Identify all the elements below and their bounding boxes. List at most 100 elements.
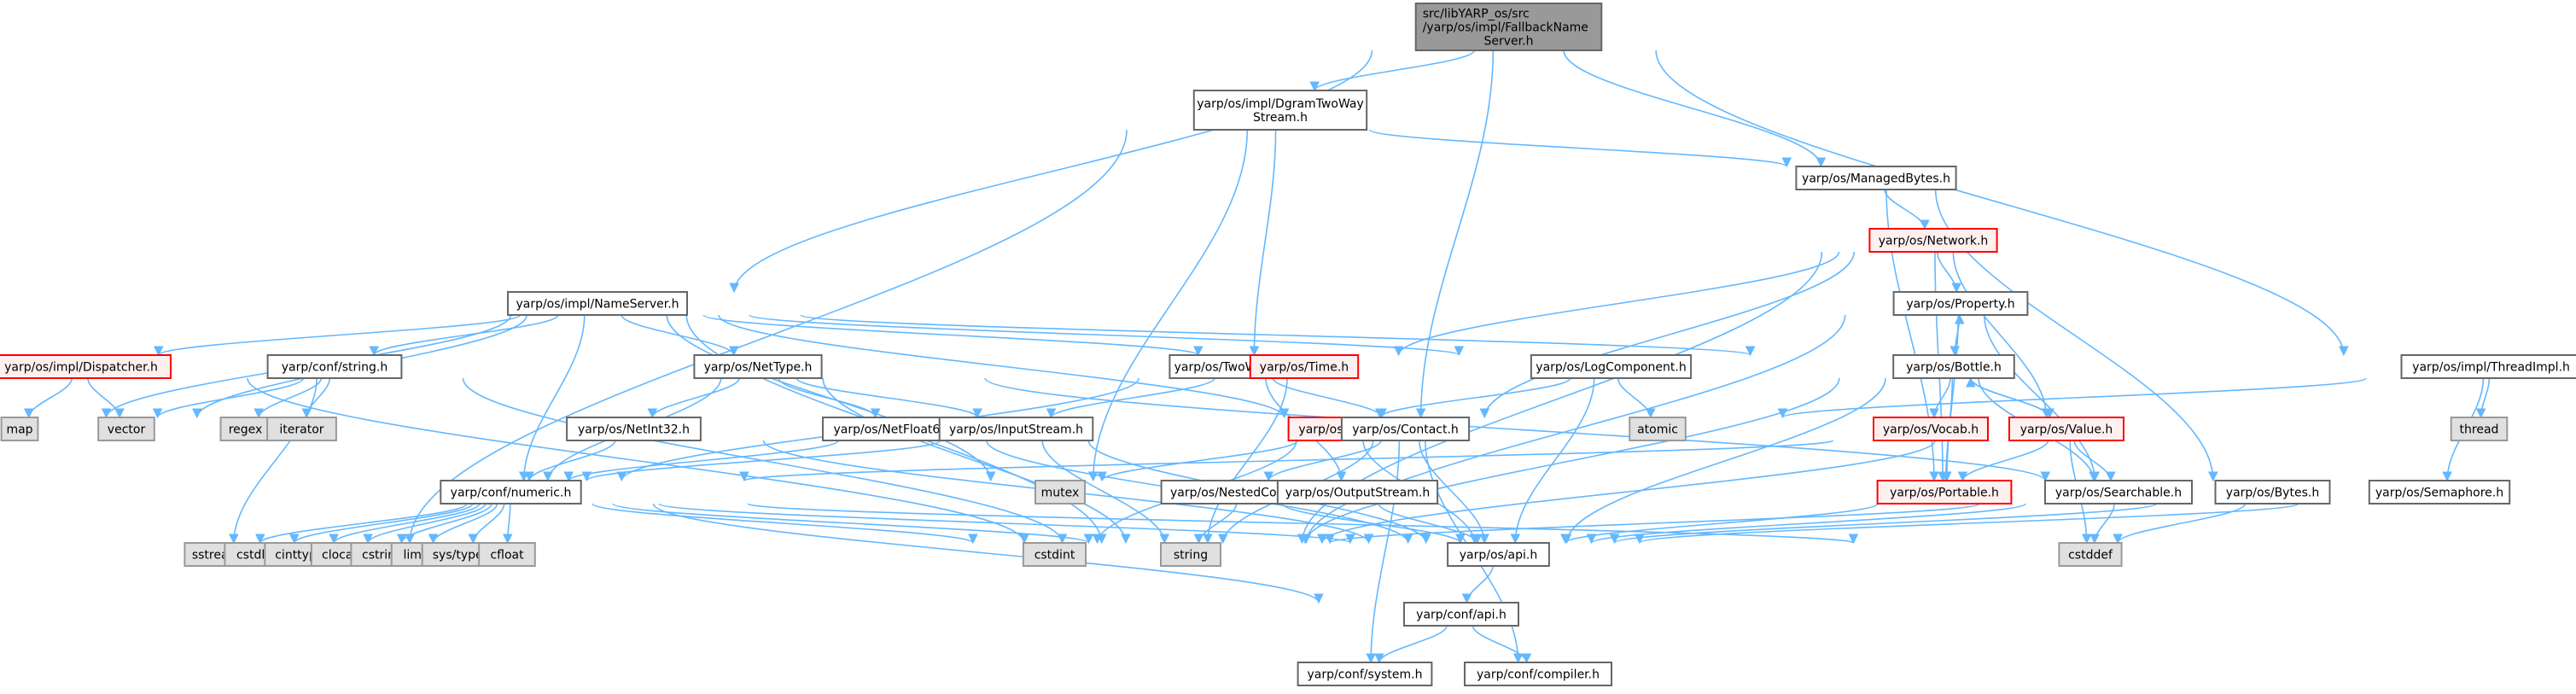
- node-cfloat: cfloat: [478, 542, 536, 567]
- node-label-thread: thread: [2460, 423, 2499, 437]
- node-cstddef: cstddef: [2058, 542, 2123, 567]
- arrowhead-managedbytes-to-portable: [1929, 471, 1939, 482]
- arrowhead-logcomponent-to-log: [1374, 408, 1385, 419]
- node-string: string: [1160, 542, 1221, 567]
- arrowhead-inputstream-to-string: [1159, 534, 1170, 545]
- node-label-iterator: iterator: [279, 423, 323, 437]
- node-vocab[interactable]: yarp/os/Vocab.h: [1873, 417, 1989, 441]
- edge-value-to-bottle: [1970, 377, 2050, 418]
- arrowhead-managedbytes-to-network: [1920, 219, 1930, 230]
- node-label-semaphore: yarp/os/Semaphore.h: [2375, 487, 2503, 500]
- node-value[interactable]: yarp/os/Value.h: [2008, 417, 2124, 441]
- node-logcomponent[interactable]: yarp/os/LogComponent.h: [1530, 354, 1693, 379]
- node-label-map: map: [6, 423, 32, 437]
- node-threadimpl[interactable]: yarp/os/impl/ThreadImpl.h: [2400, 354, 2576, 379]
- node-label-regex: regex: [229, 423, 263, 437]
- arrowhead-bottle-to-searchable: [2089, 471, 2099, 482]
- arrowhead-nettype-to-bytes: [2040, 471, 2051, 482]
- node-dispatcher[interactable]: yarp/os/impl/Dispatcher.h: [0, 354, 172, 379]
- arrowhead-bottle-to-vocab: [1929, 408, 1939, 419]
- node-box-netint32: [566, 417, 702, 441]
- node-confapi[interactable]: yarp/conf/api.h: [1403, 602, 1519, 627]
- edge-inputstream-to-numeric: [586, 440, 941, 481]
- node-box-nettype: [693, 354, 823, 379]
- node-bottle[interactable]: yarp/os/Bottle.h: [1892, 354, 2015, 379]
- node-time[interactable]: yarp/os/Time.h: [1249, 354, 1360, 379]
- node-nettype[interactable]: yarp/os/NetType.h: [693, 354, 823, 379]
- arrowhead-confstring-to-sstream: [229, 534, 239, 545]
- arrowhead-bytes-to-cstddef: [2113, 534, 2123, 545]
- node-netint32[interactable]: yarp/os/NetInt32.h: [566, 417, 702, 441]
- arrowhead-dgram-to-managedbytes: [1781, 157, 1792, 168]
- node-label-compiler: yarp/conf/compiler.h: [1477, 668, 1600, 682]
- edge-nettype-to-inputstream: [796, 377, 978, 418]
- node-bytes[interactable]: yarp/os/Bytes.h: [2214, 480, 2331, 504]
- node-label-string: string: [1174, 549, 1208, 563]
- arrowhead-osapi-to-confapi: [1461, 593, 1472, 604]
- edge-numeric-to-sstream: [259, 503, 468, 544]
- edge-semaphore-to-osapi: [1639, 503, 2299, 544]
- node-contact[interactable]: yarp/os/Contact.h: [1340, 417, 1471, 441]
- node-root[interactable]: src/libYARP_os/src/yarp/os/impl/Fallback…: [1414, 3, 1603, 51]
- node-semaphore[interactable]: yarp/os/Semaphore.h: [2368, 480, 2511, 504]
- node-mutex: mutex: [1034, 480, 1086, 504]
- node-inputstream[interactable]: yarp/os/InputStream.h: [938, 417, 1094, 441]
- node-nameserver[interactable]: yarp/os/impl/NameServer.h: [507, 291, 688, 316]
- edge-numeric-to-cstdint: [592, 503, 974, 544]
- edge-dgram-to-twowaystream: [1253, 129, 1277, 356]
- arrowhead-searchable-to-osapi: [1586, 534, 1597, 545]
- edge-numeric-to-cstring: [400, 503, 492, 544]
- node-box-dgram: [1192, 90, 1368, 131]
- arrowhead-dgram-to-twowaystream: [1249, 346, 1260, 357]
- edge-root-to-managedbytes: [1563, 50, 1822, 167]
- arrowhead-nameserver-to-bottle: [1745, 346, 1756, 357]
- node-box-regex: [219, 417, 271, 441]
- node-confstring[interactable]: yarp/conf/string.h: [266, 354, 403, 379]
- node-label-dispatcher: yarp/os/impl/Dispatcher.h: [4, 361, 158, 375]
- edge-twowaystream-to-inputstream: [1050, 377, 1215, 418]
- node-network[interactable]: yarp/os/Network.h: [1868, 228, 1998, 253]
- edge-nameserver-to-bottle: [800, 314, 1751, 356]
- arrowhead-threadimpl-to-atomic: [1777, 408, 1788, 419]
- node-system[interactable]: yarp/conf/system.h: [1297, 662, 1433, 686]
- node-numeric[interactable]: yarp/conf/numeric.h: [440, 480, 582, 504]
- node-searchable[interactable]: yarp/os/Searchable.h: [2044, 480, 2193, 504]
- node-box-searchable: [2044, 480, 2193, 504]
- arrowhead-contact-to-osapi: [1479, 534, 1489, 545]
- arrowhead-numeric-to-cstddef: [1848, 534, 1859, 545]
- node-box-time: [1249, 354, 1360, 379]
- node-managedbytes[interactable]: yarp/os/ManagedBytes.h: [1795, 166, 1957, 190]
- node-label-inputstream: yarp/os/InputStream.h: [949, 423, 1083, 437]
- node-label-mutex: mutex: [1041, 487, 1080, 500]
- edge-logcomponent-to-osapi: [1514, 377, 1595, 544]
- node-label-confstring: yarp/conf/string.h: [282, 361, 388, 375]
- arrowhead-netfloat64-to-osapi: [1402, 534, 1413, 545]
- edge-bottle-to-osapi: [1565, 377, 1886, 544]
- arrowhead-contact-to-nestedcontact: [1263, 471, 1274, 482]
- node-box-outputstream: [1276, 480, 1439, 504]
- node-box-numeric: [440, 480, 582, 504]
- node-label-cstdint: cstdint: [1034, 549, 1075, 563]
- node-box-value: [2008, 417, 2124, 441]
- arrowhead-managedbytes-to-bytes: [2208, 471, 2218, 482]
- arrowhead-bytes-to-osapi: [1609, 534, 1620, 545]
- node-box-cfloat: [478, 542, 536, 567]
- node-portable[interactable]: yarp/os/Portable.h: [1876, 480, 2013, 504]
- edge-value-to-numeric: [743, 440, 1834, 481]
- node-outputstream[interactable]: yarp/os/OutputStream.h: [1276, 480, 1439, 504]
- node-box-managedbytes: [1795, 166, 1957, 190]
- node-label-root: Server.h: [1484, 35, 1534, 49]
- node-box-nameserver: [507, 291, 688, 316]
- node-osapi[interactable]: yarp/os/api.h: [1447, 542, 1550, 567]
- edge-property-to-string: [1305, 314, 1846, 544]
- arrowhead-nestedcontact-to-string: [1193, 534, 1204, 545]
- node-compiler[interactable]: yarp/conf/compiler.h: [1464, 662, 1612, 686]
- arrowhead-nettype-to-netint32: [647, 408, 658, 419]
- edge-network-to-value: [1952, 251, 2048, 418]
- node-property[interactable]: yarp/os/Property.h: [1892, 291, 2029, 316]
- node-box-system: [1297, 662, 1433, 686]
- arrowhead-inputstream-to-osapi: [1420, 534, 1431, 545]
- node-cstdint: cstdint: [1022, 542, 1087, 567]
- arrowhead-numeric-to-sstream: [255, 534, 265, 545]
